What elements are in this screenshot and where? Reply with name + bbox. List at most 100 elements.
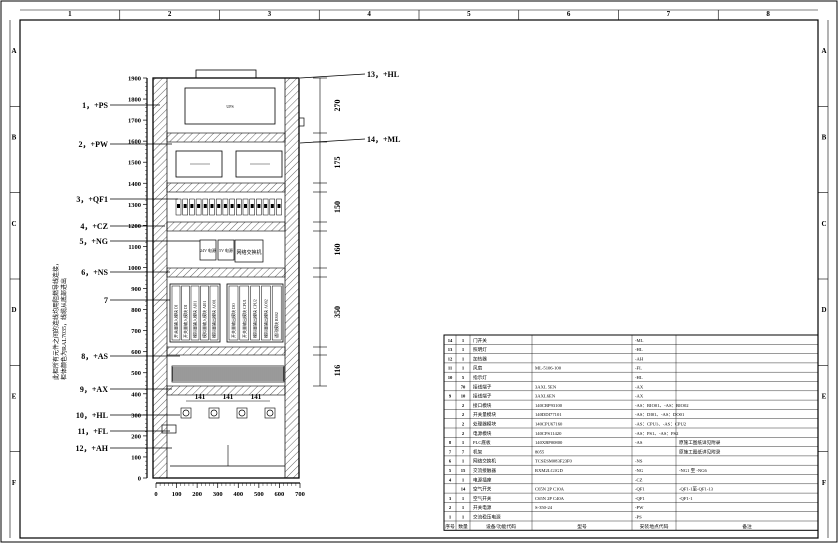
y-tick-label: 1000 — [128, 265, 141, 272]
network-switch-box — [234, 239, 264, 263]
callout-label: 8，+AS — [81, 352, 108, 361]
vertical-note-line1: 此柜所有元件之间的连线均用阻燃导线连接， — [52, 260, 60, 380]
row-marker-right: C — [821, 220, 826, 228]
terminal-strip — [171, 365, 285, 383]
plc-module-label: 通讯模块 RS02 — [273, 312, 279, 338]
bom-cell: 3AXL 5EN — [535, 384, 557, 389]
y-tick-label: 900 — [131, 286, 141, 293]
callout-label: 6，+NS — [81, 268, 108, 277]
bom-cell: 加热器 — [473, 355, 487, 362]
light-spacing-dim: 141 — [251, 393, 262, 401]
bom-cell: 12 — [448, 356, 453, 361]
y-scale: 1900180017001600150014001300120011001000… — [128, 76, 148, 483]
row-marker-left: C — [11, 220, 16, 228]
row-marker-left: A — [11, 47, 16, 55]
y-tick-label: 1400 — [128, 181, 141, 188]
callout-label: 2，+PW — [79, 140, 108, 149]
callout-label: 7 — [104, 296, 108, 305]
power-supply-2 — [235, 150, 283, 178]
row-marker-right: A — [821, 47, 826, 55]
row-marker-left: B — [12, 134, 17, 142]
y-tick-label: 1500 — [128, 160, 141, 167]
callout-label: 14，+ML — [367, 135, 400, 144]
bom-cell: 2 — [462, 412, 465, 417]
bom-header-cell: 型号 — [577, 523, 587, 530]
bom-cell: -NG1 至 -NG6 — [679, 468, 708, 473]
bom-cell: 2 — [462, 403, 465, 408]
height-dimension: 350 — [333, 306, 342, 318]
column-marker: 4 — [367, 10, 371, 18]
bom-cell: 照明灯 — [473, 346, 487, 353]
x-tick-label: 400 — [233, 491, 243, 498]
bom-cell: -ML — [635, 338, 644, 343]
bom-cell: 8 — [449, 440, 452, 445]
column-marker: 3 — [268, 10, 272, 18]
bom-cell: 机架 — [473, 448, 483, 455]
bom-cell: -AH — [635, 356, 644, 361]
left-rail — [152, 77, 168, 479]
bom-cell: 14 — [448, 338, 453, 343]
light-spacing-dim: 141 — [195, 393, 206, 401]
bom-cell: 10 — [461, 394, 466, 399]
plc-module-label: 模拟量输入模块 AI01 — [201, 301, 207, 338]
bom-cell: 风扇 — [473, 365, 483, 372]
bom-cell: 7 — [462, 449, 465, 454]
x-tick-label: 0 — [154, 491, 157, 498]
plc-rack-2 — [226, 283, 284, 343]
callout-label: 5，+NG — [79, 237, 108, 246]
plc-module-label: 开关量输出模块 DO — [230, 303, 236, 338]
bom-cell: 1 — [462, 356, 465, 361]
bom-cell: 13 — [448, 347, 453, 352]
bom-header-cell: 安装地点代码 — [640, 523, 669, 530]
bom-header-cell: 设备/功能代码 — [486, 523, 516, 530]
height-dimension: 270 — [333, 100, 342, 112]
callout-label: 1，+PS — [82, 101, 108, 110]
x-tick-label: 300 — [213, 491, 223, 498]
bom-cell: S-350-24 — [535, 505, 553, 510]
bom-cell: -CZ — [635, 477, 643, 482]
y-tick-label: 800 — [131, 307, 141, 314]
height-dimension: 175 — [333, 157, 342, 169]
callout-label: 12，+AH — [75, 444, 108, 453]
bom-cell: 15 — [461, 468, 466, 473]
row-marker-left: F — [12, 479, 16, 487]
bom-cell: 11 — [448, 366, 453, 371]
bom-cell: 1 — [462, 440, 465, 445]
power-supply-1 — [175, 150, 223, 178]
bom-cell: 1 — [462, 347, 465, 352]
bom-cell: 接口模块 — [473, 402, 492, 409]
column-marker: 5 — [467, 10, 471, 18]
bom-cell: 处理器模块 — [473, 421, 496, 428]
bom-cell: -AX — [635, 384, 644, 389]
bom-cell: 9 — [449, 394, 452, 399]
height-dimension: 150 — [333, 201, 342, 213]
bom-cell: -QF1 — [635, 487, 645, 492]
y-tick-label: 300 — [131, 412, 141, 419]
bom-cell: 2 — [462, 422, 465, 427]
bom-cell: -NS — [635, 459, 643, 464]
x-tick-label: 600 — [275, 491, 285, 498]
bom-cell: -PW — [635, 505, 644, 510]
plc-module-label: 模拟量输入模块 AI01 — [192, 301, 198, 338]
bom-cell: -AS：CPU1、-AS：CPU2 — [635, 422, 687, 427]
bom-cell: 开关电源 — [473, 504, 492, 511]
door-switch-icon — [298, 117, 305, 127]
bom-cell: 网络交换机 — [473, 458, 496, 465]
bom-cell: 开关量模块 — [473, 411, 496, 418]
plc-module-label: 模拟量输出模块 AO01 — [211, 299, 217, 338]
plc-module-label: 开关量输出模块 CPU1 — [241, 299, 247, 338]
bom-cell: 70 — [461, 384, 466, 389]
bom-cell: 接线端子 — [473, 393, 492, 400]
y-tick-label: 1200 — [128, 223, 141, 230]
bom-cell: 原施工图纸详见附录 — [679, 439, 721, 446]
bom-cell: RXM2LG1GD — [535, 468, 564, 473]
plc-module-label: 模拟量输出模块 AO02 — [262, 299, 268, 338]
bom-cell: 交流稳压电源 — [473, 514, 501, 521]
callout-label: 9，+AX — [80, 385, 108, 394]
bom-cell: -AS：PS1、-AS：PS2 — [635, 431, 679, 436]
bom-cell: TCSESM083F23F0 — [535, 459, 572, 464]
plc-rack-1 — [169, 283, 221, 343]
bom-cell: 原施工图纸详见附录 — [679, 448, 721, 455]
